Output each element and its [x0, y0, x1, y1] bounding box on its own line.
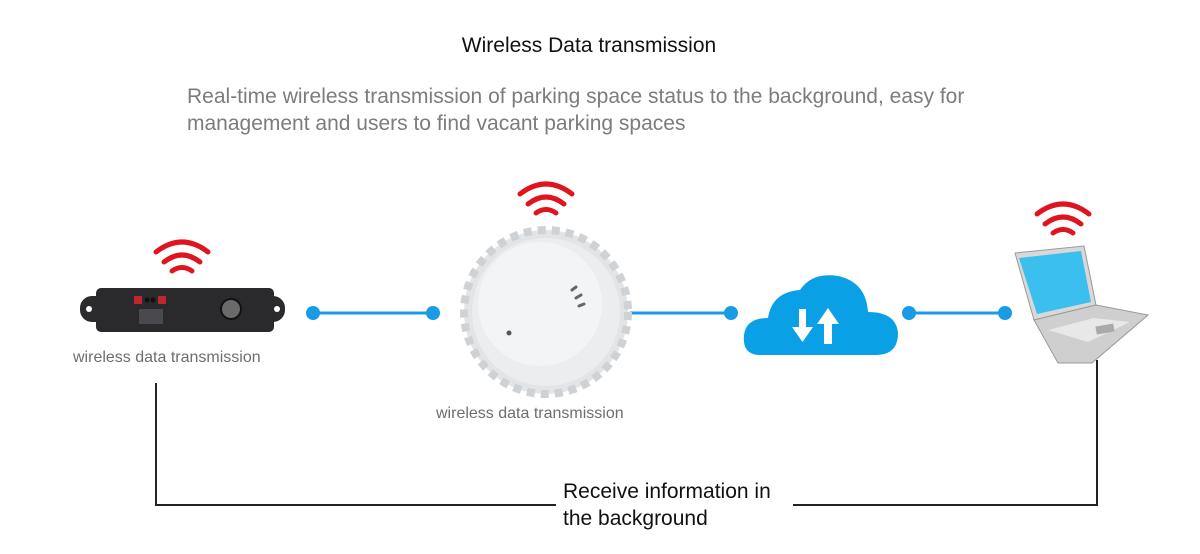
laptop-icon [1014, 245, 1150, 364]
wifi-icon [153, 239, 211, 274]
parking-sensor-device [80, 288, 285, 332]
diagram-title: Wireless Data transmission [461, 34, 717, 57]
background-link-line-right [793, 360, 1098, 506]
wifi-icon [1034, 201, 1092, 236]
wireless-puck-sensor [460, 226, 632, 398]
subtitle-line: Real-time wireless transmission of parki… [187, 85, 965, 108]
link-cloud-laptop [902, 306, 1012, 320]
puck-label: wireless data transmission [436, 405, 624, 422]
receive-line: the background [563, 507, 708, 530]
receive-line: Receive information in [563, 480, 771, 503]
diagram-subtitle: Real-time wireless transmission of parki… [187, 83, 1087, 137]
receive-info-label: Receive information in the background [563, 478, 771, 532]
cloud-upload-download-icon [743, 275, 898, 355]
wifi-icon [517, 181, 575, 216]
link-sensor-puck [306, 306, 440, 320]
sensor-label: wireless data transmission [73, 349, 261, 366]
subtitle-line: management and users to find vacant park… [187, 112, 686, 135]
link-puck-cloud [630, 306, 738, 320]
background-link-line [155, 383, 556, 506]
